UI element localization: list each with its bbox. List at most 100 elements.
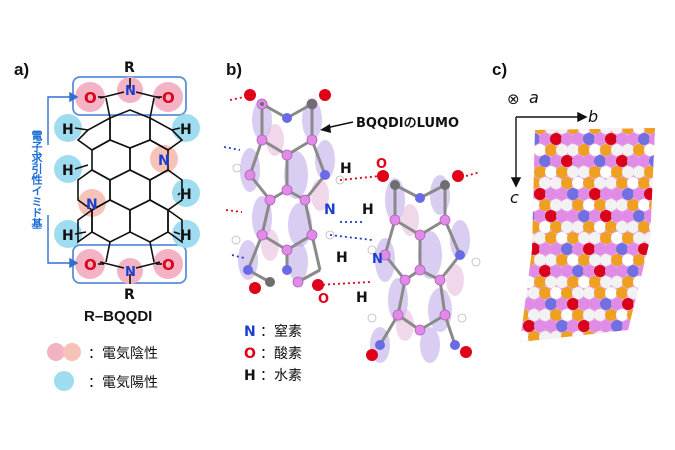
crystal-atom-sphere	[534, 232, 546, 244]
legend-symbol-h: H	[244, 368, 256, 384]
crystal-atom-sphere	[567, 320, 579, 332]
crystal-atom-sphere	[644, 128, 655, 134]
crystal-atom-sphere	[600, 128, 612, 134]
crystal-atom-sphere	[605, 221, 617, 233]
crystal-atom-sphere	[523, 276, 535, 288]
crystal-atom-sphere	[550, 309, 562, 321]
crystal-atom-sphere	[611, 320, 623, 332]
legend-neg-circle-2	[63, 343, 81, 361]
legend-row-hydrogen: H：水素	[244, 365, 302, 387]
crystal-atom-sphere	[520, 287, 529, 299]
crystal-atom-sphere	[550, 133, 562, 145]
right-molecule-oxygens	[366, 170, 472, 361]
crystal-atom-sphere	[622, 320, 634, 332]
crystal-atom-sphere	[589, 320, 601, 332]
crystal-atom-sphere	[611, 144, 623, 156]
atom-o-bottom-right: O	[162, 256, 175, 274]
crystal-atom-sphere	[556, 254, 568, 266]
crystal-atom-sphere	[649, 331, 655, 342]
pos-circle-h1	[54, 114, 82, 142]
crystal-atom-sphere	[611, 128, 623, 134]
crystal-atom-sphere	[594, 221, 606, 233]
crystal-atom-sphere	[644, 320, 655, 332]
crystal-atom-sphere	[534, 320, 546, 332]
crystal-atom-sphere	[567, 166, 579, 178]
crystal-atom-sphere	[594, 309, 606, 321]
neg-circle-o-bottom-right	[153, 249, 183, 279]
crystal-atom-sphere	[638, 287, 650, 299]
crystal-atom-sphere	[572, 199, 584, 211]
crystal-atom-sphere	[523, 298, 535, 310]
atom-h-1: H	[62, 122, 74, 138]
crystal-atom-sphere	[583, 221, 595, 233]
legend-positive-label: ：電気陽性	[88, 375, 158, 391]
molecule-name: R–BQQDI	[84, 308, 153, 325]
crystal-atom-sphere	[539, 177, 551, 189]
crystal-atom-sphere	[638, 177, 650, 189]
crystal-atom-sphere	[594, 155, 606, 167]
neg-circle-n-top	[117, 77, 143, 103]
crystal-atom-sphere	[567, 144, 579, 156]
legend-text-h: ：水素	[260, 368, 302, 384]
crystal-atom-sphere	[578, 298, 590, 310]
crystal-atom-sphere	[528, 133, 540, 145]
legend-neg-circle-1	[47, 343, 65, 361]
crystal-atom-sphere	[561, 221, 573, 233]
crystal-atom-sphere	[528, 199, 540, 211]
legend-text-n: ：窒素	[260, 324, 302, 340]
crystal-atom-sphere	[520, 265, 529, 277]
crystal-atom-sphere	[545, 188, 557, 200]
crystal-atom-sphere	[561, 155, 573, 167]
crystal-atom-sphere	[567, 128, 579, 134]
crystal-atom-sphere	[545, 320, 557, 332]
right-molecule-gray-carbons	[390, 180, 450, 190]
crystal-atom-sphere	[520, 221, 529, 233]
crystal-atom-sphere	[600, 298, 612, 310]
crystal-atom-sphere	[633, 210, 645, 222]
crystal-atom-sphere	[556, 128, 568, 134]
atom-h-6: H	[180, 228, 192, 244]
atom-n-left: N	[86, 197, 98, 213]
crystal-atom-sphere	[528, 155, 540, 167]
crystal-atom-sphere	[556, 320, 568, 332]
crystal-atom-sphere	[600, 144, 612, 156]
axis-a-label: a	[529, 88, 539, 107]
crystal-atom-sphere	[545, 298, 557, 310]
crystal-atom-sphere	[578, 276, 590, 288]
crystal-atom-sphere	[567, 188, 579, 200]
crystal-atom-sphere	[528, 221, 540, 233]
crystal-atom-sphere	[523, 128, 535, 134]
crystal-atom-sphere	[556, 188, 568, 200]
crystal-atom-sphere	[520, 309, 529, 321]
crystal-atom-sphere	[545, 232, 557, 244]
crystal-atom-sphere	[583, 243, 595, 255]
crystal-atom-sphere	[644, 210, 655, 222]
crystal-atom-sphere	[545, 166, 557, 178]
crystal-atom-sphere	[594, 177, 606, 189]
crystal-atom-sphere	[638, 199, 650, 211]
crystal-atom-sphere	[572, 133, 584, 145]
right-molecule-nitrogens	[375, 193, 465, 350]
b-label-o-2: O	[318, 292, 329, 307]
crystal-atom-sphere	[616, 287, 628, 299]
neg-circle-o-top-left	[75, 82, 105, 112]
crystal-atom-sphere	[520, 155, 529, 167]
crystal-atom-sphere	[622, 276, 634, 288]
crystal-atom-sphere	[523, 210, 535, 222]
crystal-atom-sphere	[594, 199, 606, 211]
crystal-atom-sphere	[534, 128, 546, 134]
crystal-atom-sphere	[539, 265, 551, 277]
crystal-atom-sphere	[622, 166, 634, 178]
crystal-atom-sphere	[611, 188, 623, 200]
crystal-atom-sphere	[528, 243, 540, 255]
pos-circle-h5	[172, 179, 200, 207]
crystal-atom-sphere	[649, 133, 655, 145]
crystal-atom-sphere	[638, 133, 650, 145]
crystal-atom-sphere	[605, 199, 617, 211]
crystal-atom-sphere	[627, 133, 639, 145]
crystal-atom-sphere	[589, 254, 601, 266]
crystal-atom-sphere	[583, 155, 595, 167]
crystal-atom-sphere	[539, 155, 551, 167]
atom-h-3: H	[62, 228, 74, 244]
